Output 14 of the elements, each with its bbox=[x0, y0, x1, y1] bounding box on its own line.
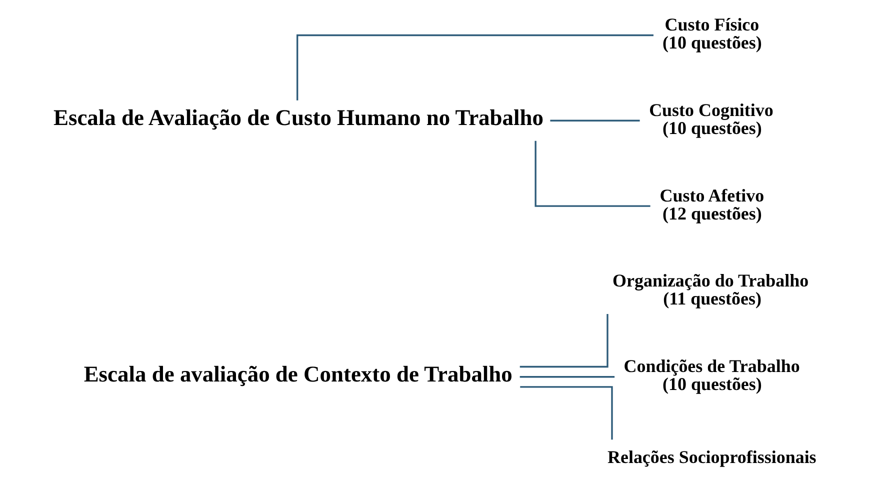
connector bbox=[520, 386, 613, 440]
node-text: Condições de Trabalho (10 questões) bbox=[624, 356, 800, 394]
node-text: Organização do Trabalho (11 questões) bbox=[612, 270, 809, 309]
connector bbox=[296, 34, 654, 100]
node-text: Custo Cognitivo (10 questões) bbox=[649, 100, 774, 138]
node-text: Relações Socioprofissionais bbox=[607, 447, 816, 468]
connector bbox=[534, 140, 650, 207]
connector bbox=[520, 314, 608, 368]
node-text: Escala de Avaliação de Custo Humano no Trabalho bbox=[53, 105, 544, 130]
connector bbox=[520, 376, 615, 378]
connector bbox=[550, 120, 640, 122]
node-text: Escala de avaliação de Contexto de Trabalho bbox=[84, 361, 512, 386]
node-text: Custo Afetivo (12 questões) bbox=[660, 185, 764, 224]
node-text: Custo Físico (10 questões) bbox=[662, 14, 762, 52]
